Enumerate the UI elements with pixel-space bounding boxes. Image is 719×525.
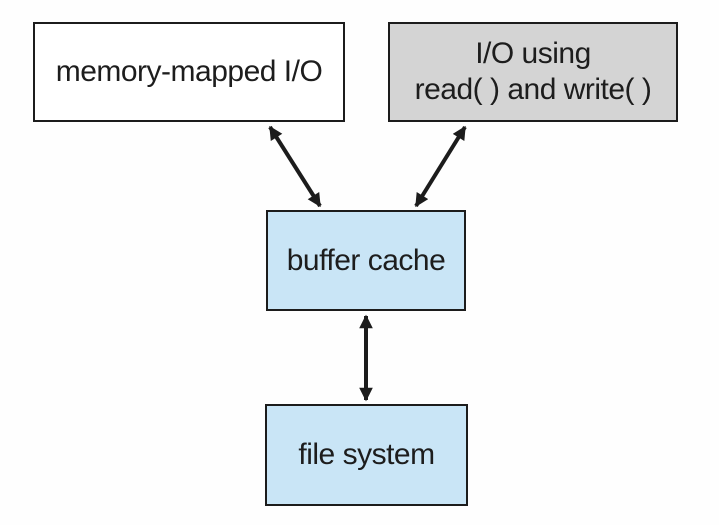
memory-mapped-io-label: memory-mapped I/O: [55, 55, 323, 88]
arrow-io-syscalls-to-buffer-cache: [414, 125, 467, 208]
file-system-box: file system: [265, 404, 468, 506]
buffer-cache-box: buffer cache: [266, 210, 466, 311]
buffer-cache-label: buffer cache: [286, 243, 446, 277]
memory-mapped-io-box: memory-mapped I/O: [33, 22, 345, 122]
file-system-label: file system: [298, 438, 435, 471]
io-read-write-label-line2: read( ) and write( ): [414, 73, 652, 106]
arrow-memory-mapped-to-buffer-cache: [268, 125, 322, 208]
io-read-write-box: I/O using read( ) and write( ): [388, 22, 678, 122]
io-read-write-label-line1: I/O using: [475, 37, 591, 70]
